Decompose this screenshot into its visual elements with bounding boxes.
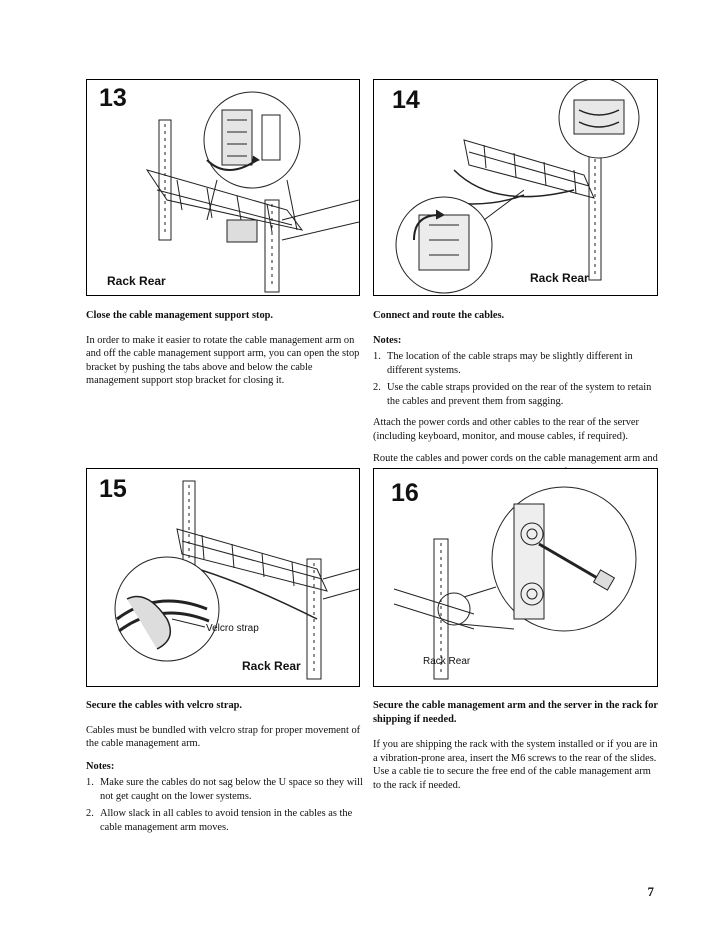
note-text: Use the cable straps provided on the rea… bbox=[387, 382, 652, 407]
page-number: 7 bbox=[647, 884, 655, 899]
step-14-title: Connect and route the cables. bbox=[373, 310, 505, 321]
note-text: The location of the cable straps may be … bbox=[387, 351, 633, 376]
step-15-paragraph: Cables must be bundled with velcro strap… bbox=[86, 724, 361, 750]
step-16-text: Secure the cable management arm and the … bbox=[373, 699, 658, 801]
step-16-paragraph: If you are shipping the rack with the sy… bbox=[373, 739, 658, 791]
figure-13-caption: Rack Rear bbox=[107, 274, 166, 288]
figure-14: 14 Rack Rear bbox=[373, 79, 658, 296]
figure-13: 13 Rack Rear bbox=[86, 79, 360, 296]
note-item: 1.Make sure the cables do not sag below … bbox=[86, 777, 363, 802]
step-15-title: Secure the cables with velcro strap. bbox=[86, 700, 243, 711]
step-15-text: Secure the cables with velcro strap. Cab… bbox=[86, 699, 368, 842]
step-14-text: Connect and route the cables. Notes: 1.T… bbox=[373, 309, 658, 488]
figure-16-number: 16 bbox=[391, 479, 419, 507]
figure-14-illustration bbox=[395, 80, 640, 294]
step-13-title: Close the cable management support stop. bbox=[86, 310, 274, 321]
figure-14-number: 14 bbox=[392, 86, 420, 114]
figure-16: 16 Rack Rear bbox=[373, 468, 658, 687]
step-13-paragraph: In order to make it easier to rotate the… bbox=[86, 334, 360, 387]
note-text: Allow slack in all cables to avoid tensi… bbox=[100, 808, 353, 833]
note-item: 2.Allow slack in all cables to avoid ten… bbox=[86, 808, 353, 833]
figure-16-illustration bbox=[393, 486, 637, 680]
step-15-notes-label: Notes: bbox=[86, 760, 115, 772]
figure-15: 15 Velcro strap Rack Rear bbox=[86, 468, 360, 687]
note-text: Make sure the cables do not sag below th… bbox=[100, 777, 363, 802]
step-14-paragraph-1: Attach the power cords and other cables … bbox=[373, 417, 640, 442]
figure-13-number: 13 bbox=[99, 84, 127, 112]
figure-15-number: 15 bbox=[99, 475, 127, 503]
figure-16-caption: Rack Rear bbox=[423, 656, 471, 667]
figure-13-illustration bbox=[145, 91, 359, 293]
note-item: 1.The location of the cable straps may b… bbox=[373, 351, 633, 376]
figure-14-caption: Rack Rear bbox=[530, 271, 589, 285]
figure-15-callout: Velcro strap bbox=[206, 623, 259, 634]
figure-15-illustration bbox=[114, 480, 359, 680]
step-16-title: Secure the cable management arm and the … bbox=[373, 700, 658, 725]
step-14-notes-list: 1.The location of the cable straps may b… bbox=[373, 350, 658, 408]
step-14-notes-label: Notes: bbox=[373, 334, 402, 346]
step-13-text: Close the cable management support stop.… bbox=[86, 309, 366, 397]
note-item: 2.Use the cable straps provided on the r… bbox=[373, 382, 652, 407]
step-15-notes-list: 1.Make sure the cables do not sag below … bbox=[86, 776, 368, 834]
figure-15-caption: Rack Rear bbox=[242, 659, 301, 673]
